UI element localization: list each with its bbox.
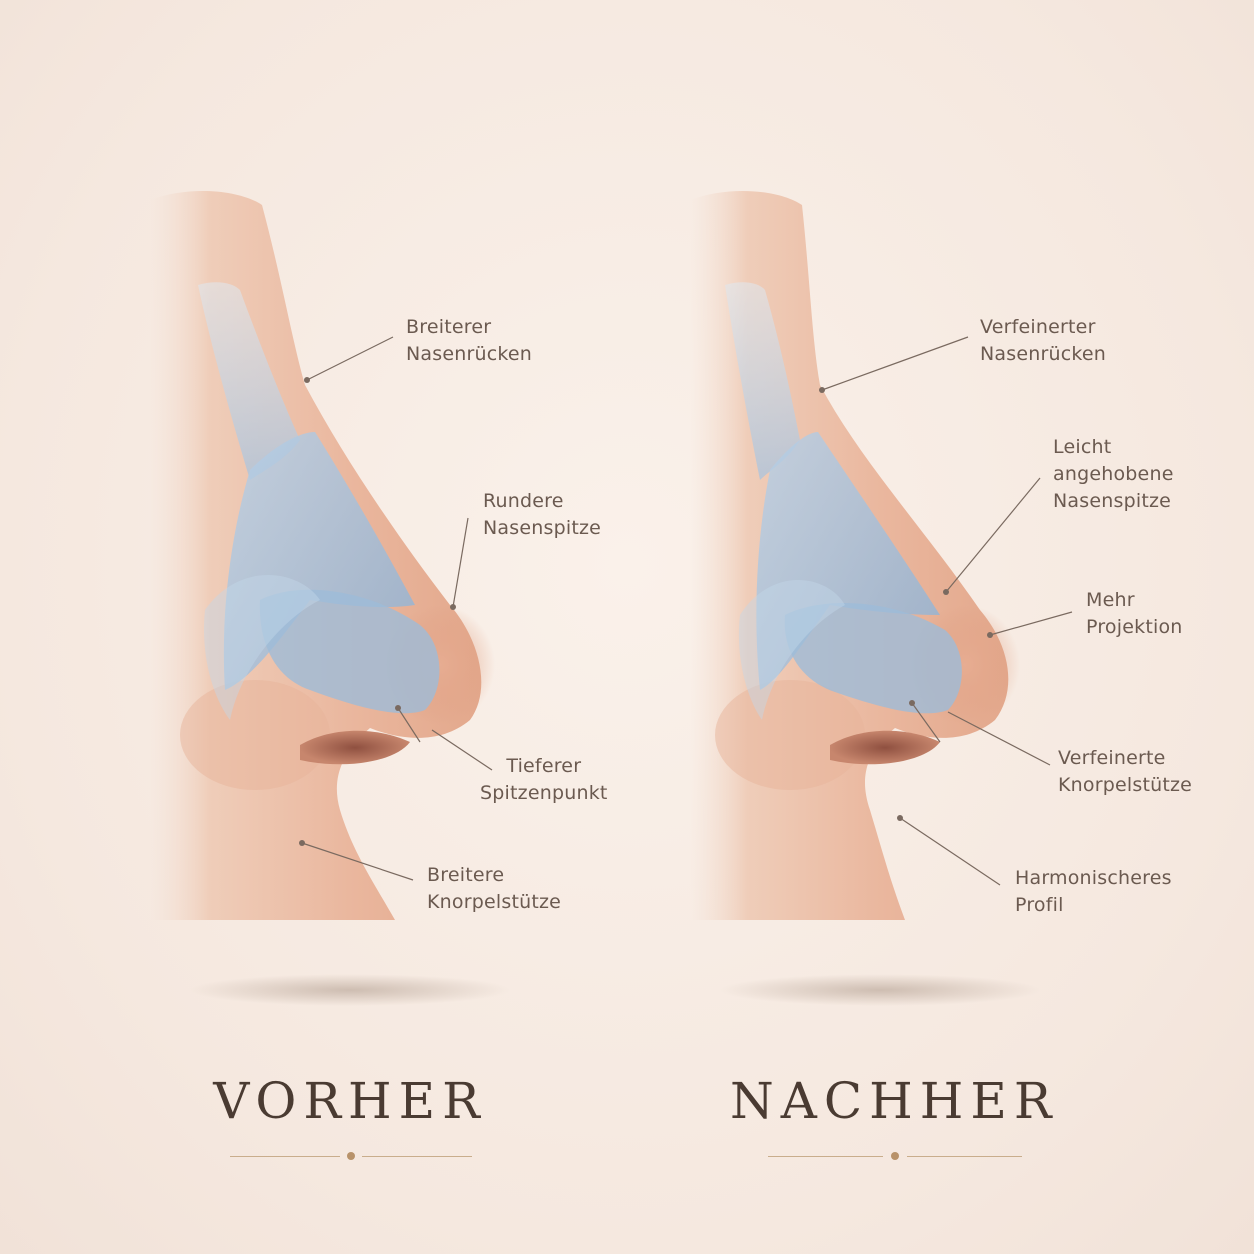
leaders-after	[821, 336, 1073, 886]
label-rundere-nasenspitze: Rundere Nasenspitze	[483, 488, 601, 542]
caption-rule-left-a	[230, 1156, 340, 1157]
leader-dots-after	[819, 387, 993, 821]
nose-before	[150, 190, 510, 1006]
leader-support-after-a	[911, 702, 941, 743]
label-line: Breiterer	[406, 316, 492, 338]
label-line: Nasenrücken	[980, 343, 1107, 365]
caption-dot-left	[347, 1152, 355, 1160]
leader-support-before	[301, 842, 414, 881]
shadow-after	[720, 974, 1040, 1006]
upper-cartilage-after	[725, 282, 800, 480]
label-line: Leicht	[1053, 436, 1112, 458]
label-line: Mehr	[1086, 589, 1135, 611]
caption-rule-right-a	[768, 1156, 883, 1157]
ala-after	[715, 680, 865, 790]
label-line: Profil	[1015, 894, 1064, 916]
caption-rule-left-b	[362, 1156, 472, 1157]
ala-before	[180, 680, 330, 790]
label-verfeinerte-knorpelstuetze: Verfeinerte Knorpelstütze	[1058, 745, 1192, 799]
label-verfeinerter-nasenruecken: Verfeinerter Nasenrücken	[980, 314, 1106, 368]
label-line: Verfeinerte	[1058, 747, 1166, 769]
alar-lobe-before	[204, 575, 320, 720]
label-line: Projektion	[1086, 616, 1183, 638]
leader-point-before-b	[431, 729, 493, 771]
nostril-after	[830, 730, 940, 765]
leader-point-before-a	[397, 707, 421, 743]
leader-bridge-after	[821, 336, 969, 391]
alar-cartilage-before	[259, 589, 440, 714]
label-breiterer-nasenruecken: Breiterer Nasenrücken	[406, 314, 532, 368]
label-harmonischeres-profil: Harmonischeres Profil	[1015, 865, 1172, 919]
label-line: angehobene	[1053, 463, 1174, 485]
leader-bridge-before	[306, 336, 394, 381]
label-mehr-projektion: Mehr Projektion	[1086, 587, 1183, 641]
label-line: Nasenspitze	[1053, 490, 1172, 512]
label-tieferer-spitzenpunkt: Tieferer Spitzenpunkt	[480, 753, 608, 807]
label-line: Knorpelstütze	[427, 891, 562, 913]
label-line: Nasenspitze	[483, 517, 602, 539]
label-angehobene-nasenspitze: Leicht angehobene Nasenspitze	[1053, 434, 1174, 515]
leaders-before	[301, 336, 493, 881]
label-line: Spitzenpunkt	[480, 782, 608, 804]
label-line: Harmonischeres	[1015, 867, 1172, 889]
label-line: Rundere	[483, 490, 564, 512]
label-line: Verfeinerter	[980, 316, 1096, 338]
leader-tip-before	[452, 517, 469, 608]
caption-rule-right-b	[907, 1156, 1022, 1157]
leader-profile-after	[899, 817, 1001, 886]
leader-dots-before	[299, 377, 456, 846]
leader-support-after-b	[947, 711, 1051, 766]
shadow-before	[190, 974, 510, 1006]
caption-vorher: VORHER	[213, 1072, 487, 1130]
caption-dot-right	[891, 1152, 899, 1160]
label-line: Breitere	[427, 864, 505, 886]
nose-after	[690, 190, 1040, 1006]
label-line: Tieferer	[506, 755, 582, 777]
leader-tip-after	[945, 477, 1041, 593]
alar-lobe-after	[738, 580, 845, 720]
label-line: Nasenrücken	[406, 343, 533, 365]
label-breitere-knorpelstuetze: Breitere Knorpelstütze	[427, 862, 561, 916]
alar-cartilage-after	[784, 603, 962, 714]
upper-cartilage-before	[198, 282, 300, 480]
label-line: Knorpelstütze	[1058, 774, 1193, 796]
nostril-before	[300, 730, 410, 765]
caption-nachher: NACHHER	[730, 1072, 1059, 1130]
leader-projection-after	[989, 611, 1073, 636]
